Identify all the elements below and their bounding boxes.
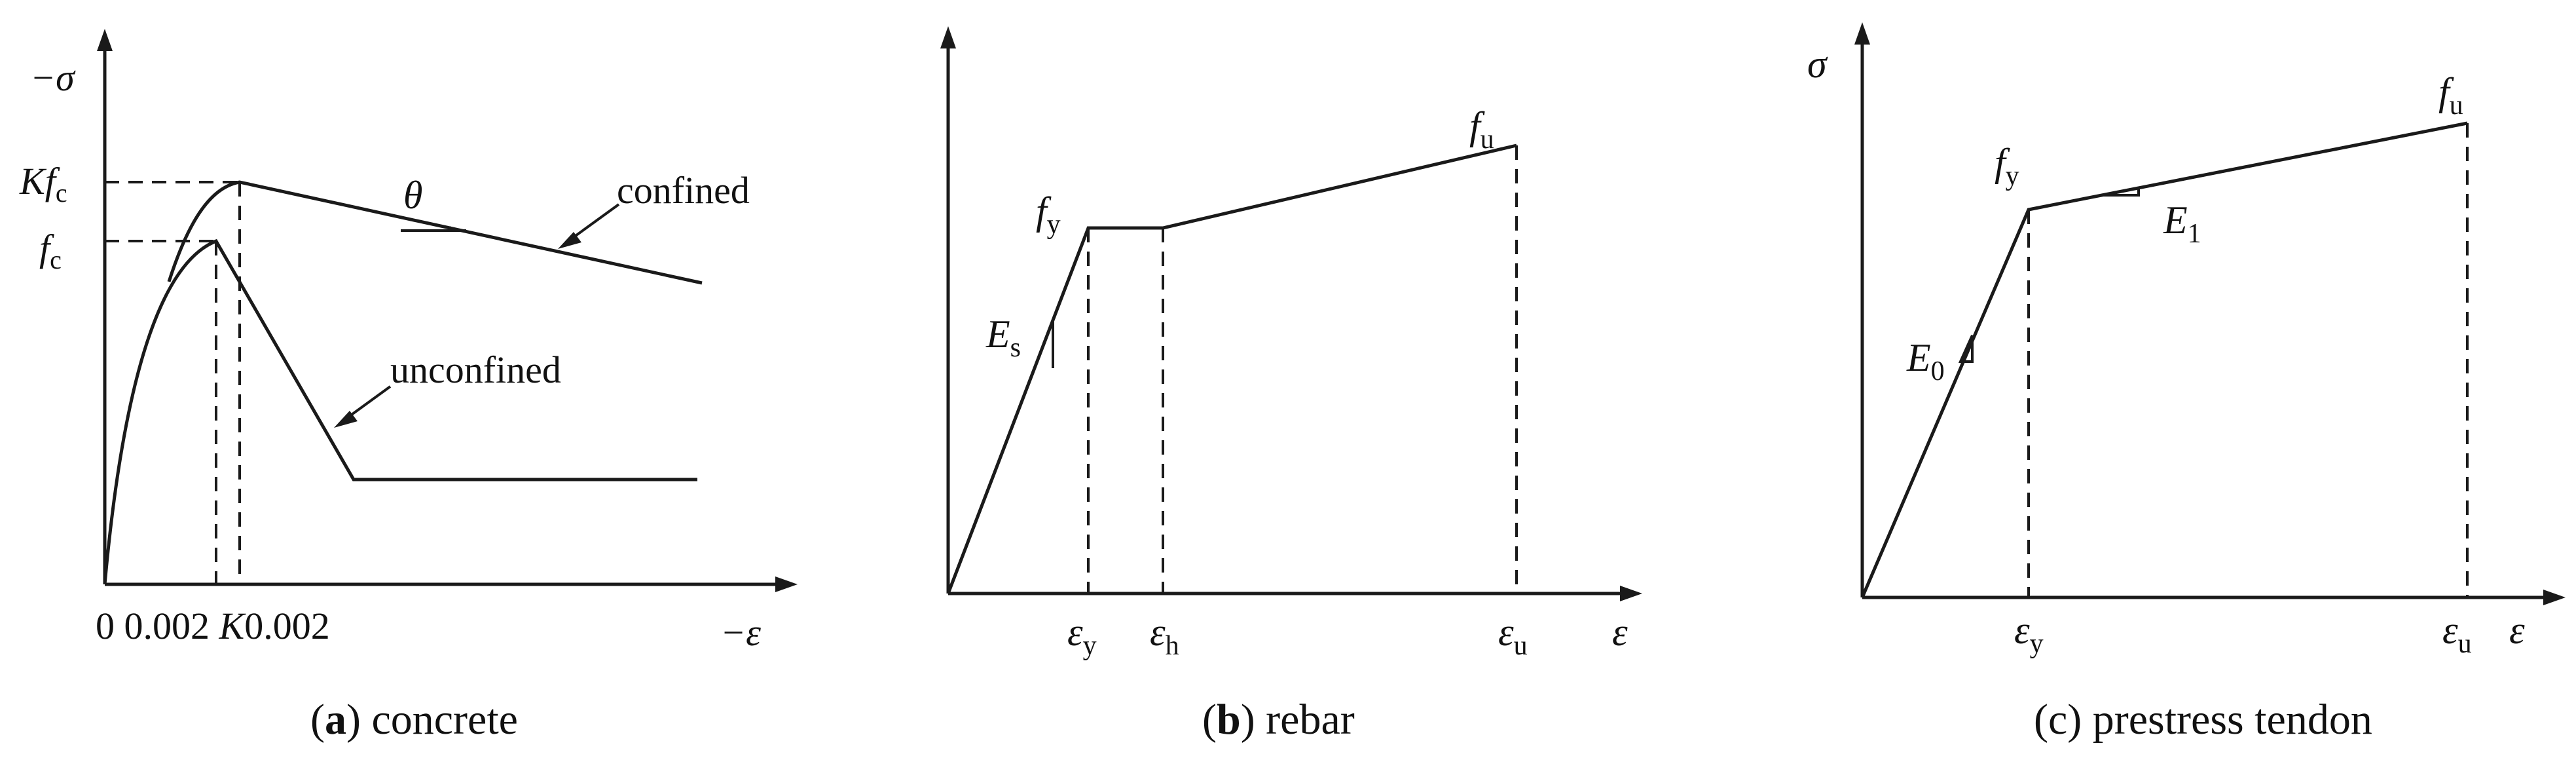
panel-c-e0-slope-triangle [1958, 335, 1974, 363]
panel-a-x-ticks: 0 0.002 K0.002 [96, 605, 330, 647]
panel-a-confined-leader [570, 203, 620, 240]
panel-b-fu-label: fu [1469, 104, 1494, 155]
panel-c-eps-y-label: εy [2014, 609, 2044, 659]
panel-b-slope-triangle [1042, 320, 1054, 368]
panel-c-e1-label: E1 [2163, 198, 2201, 249]
panel-b-y-arrow [940, 26, 956, 48]
panel-a-unconfined-label: unconfined [390, 349, 561, 391]
panel-c-fu-label: fu [2438, 70, 2463, 121]
panel-c-eps-u-label: εu [2442, 609, 2472, 659]
panel-b-x-arrow [1620, 586, 1642, 601]
panel-c-prestress-tendon: σ fy fu E0 E1 εy εu ε (c) prestress tend… [1807, 22, 2566, 744]
panel-a-theta-arc [448, 226, 452, 231]
panel-b-eps-h-label: εh [1150, 611, 1179, 661]
panel-b-eps-y-label: εy [1067, 611, 1097, 661]
panel-b-x-axis-label: ε [1612, 611, 1628, 654]
panel-b-es-label: Es [985, 312, 1021, 363]
panel-c-y-axis-label: σ [1807, 43, 1828, 86]
panel-c-fy-label: fy [1995, 141, 2019, 191]
panel-c-stress-strain-curve [1860, 121, 2468, 598]
panel-a-unconfined-leader [346, 385, 392, 419]
panel-a-confined-label: confined [617, 169, 750, 212]
panel-a-kfc-label: Kfc [19, 160, 67, 208]
panel-c-x-arrow [2543, 590, 2566, 605]
panel-a-unconfined-curve [103, 238, 697, 585]
panel-a-y-arrow [97, 29, 113, 51]
panel-b-eps-u-label: εu [1498, 611, 1528, 661]
panel-b-fy-label: fy [1036, 189, 1061, 240]
panel-a-y-axis-label: −σ [30, 56, 76, 99]
panel-a-x-arrow [775, 576, 798, 592]
panel-c-e0-label: E0 [1906, 336, 1945, 387]
panel-c-x-axis-label: ε [2509, 609, 2525, 652]
panel-a-concrete: −σ −ε Kfc fc 0 0.002 K0.002 θ confined u… [19, 29, 798, 744]
panel-a-fc-label: fc [39, 227, 62, 274]
panel-b-stress-strain-curve [946, 143, 1517, 594]
panel-b-caption: (b) rebar [1202, 696, 1355, 744]
panel-c-e1-slope-triangle [2102, 189, 2140, 197]
panel-a-caption: (a) concrete [310, 696, 518, 744]
panel-b-rebar: fy fu Es εy εh εu ε (b) rebar [940, 26, 1642, 744]
panel-c-caption: (c) prestress tendon [2034, 696, 2372, 744]
panel-a-confined-leader-head [558, 232, 581, 249]
panel-a-unconfined-leader-head [334, 411, 358, 428]
panel-a-theta-label: θ [403, 174, 422, 217]
panel-a-x-axis-label: −ε [720, 611, 761, 654]
panel-c-y-arrow [1854, 22, 1870, 45]
panel-a-confined-curve [167, 180, 703, 285]
